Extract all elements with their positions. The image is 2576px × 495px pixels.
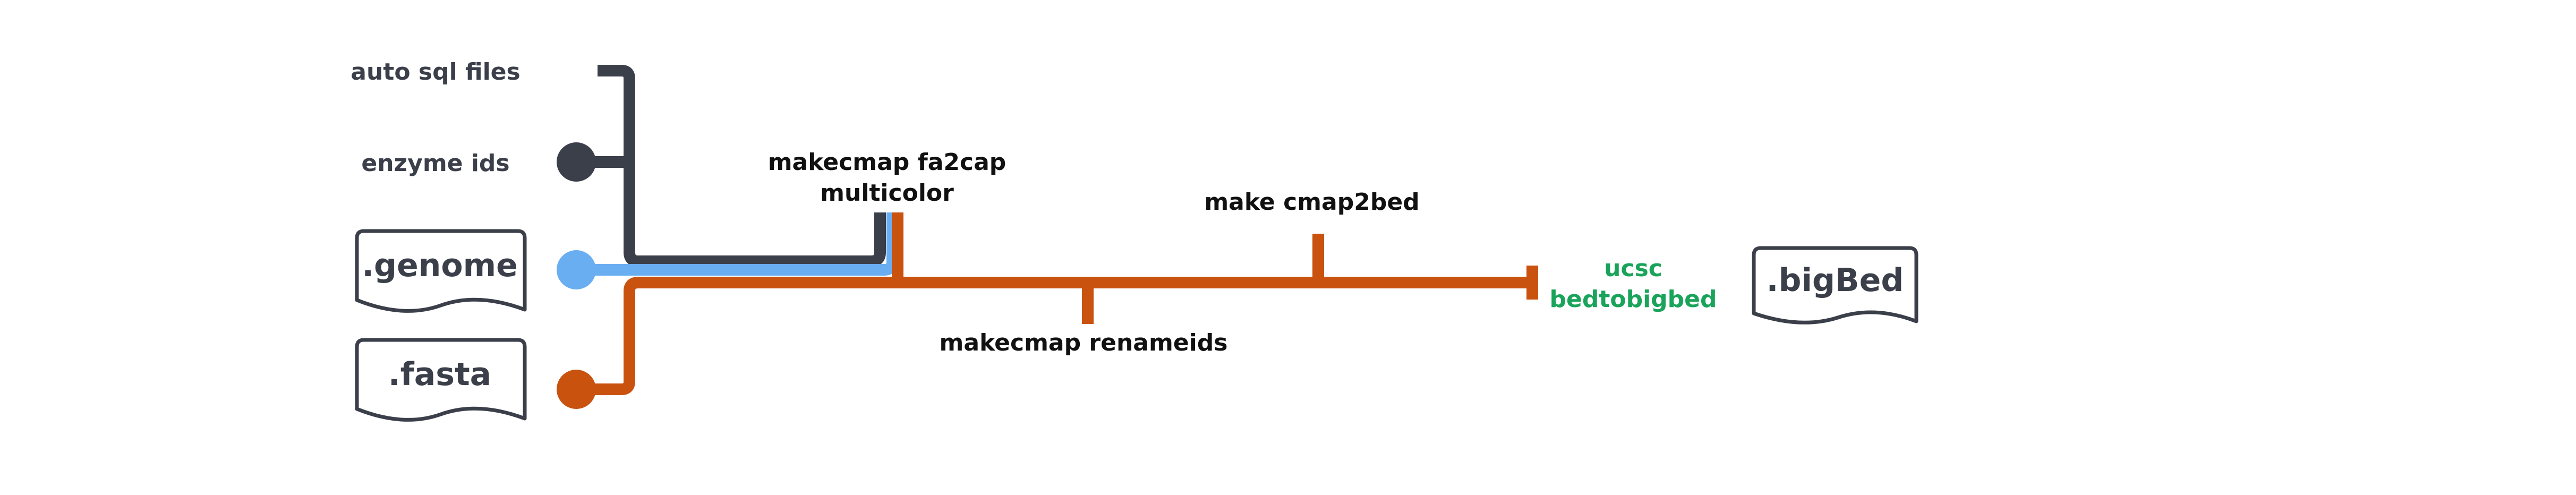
fasta-document-label: .fasta [388,356,491,393]
cmap2bed-label: make cmap2bed [1204,189,1419,216]
genome-document: .genome [355,229,527,313]
orange-track [590,212,1538,395]
enzyme-ids-node [557,142,596,182]
ucsc-label-line1: ucsc [1604,255,1662,282]
genome-document-label: .genome [362,247,518,284]
enzyme-ids-label: enzyme ids [361,150,509,177]
bigbed-document: .bigBed [1752,246,1918,325]
ucsc-label-line2: bedtobigbed [1549,286,1717,313]
bigbed-document-label: .bigBed [1767,262,1904,299]
dark-track [590,65,886,267]
fa2cap-label-line1: makecmap fa2cap [768,149,1006,176]
renameids-label: makecmap renameids [940,329,1228,356]
fasta-document: .fasta [355,338,527,422]
auto-sql-label: auto sql files [351,58,520,86]
genome-node [557,250,596,289]
fasta-node [557,370,596,409]
fa2cap-label-line2: multicolor [820,180,954,207]
